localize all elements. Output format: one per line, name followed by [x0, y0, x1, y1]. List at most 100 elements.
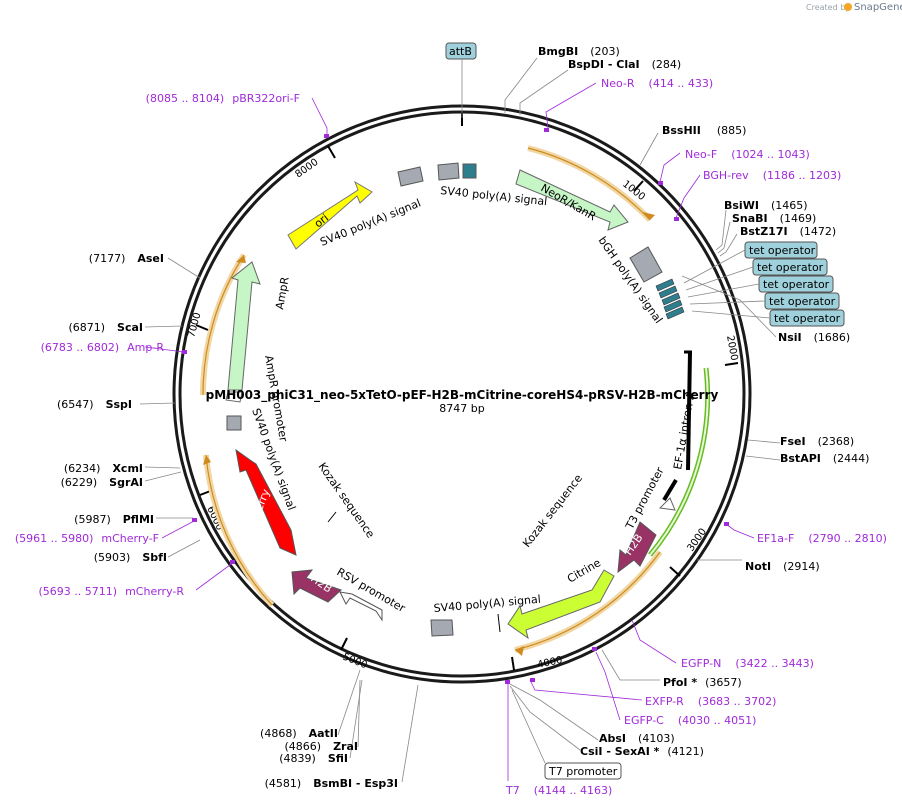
svg-text:Neo-F(1024 .. 1043): Neo-F(1024 .. 1043)	[685, 148, 810, 161]
tet-operator-label: tet operator	[757, 261, 824, 274]
ef1a-intron-label: EF-1α intron A	[671, 391, 697, 471]
tet-operator-label: tet operator	[774, 312, 841, 325]
enzyme-position: (6871)	[68, 321, 105, 334]
svg-text:(4839)SfiI: (4839)SfiI	[279, 752, 348, 765]
t7-promoter-box[interactable]: T7 promoter	[544, 762, 622, 780]
svg-text:BspDI - ClaI(284): BspDI - ClaI (284)	[568, 58, 681, 71]
rsv-promoter-feature	[339, 591, 383, 622]
enzyme-position: (4103)	[638, 732, 675, 745]
primer-range: (3683 .. 3702)	[698, 695, 777, 708]
svg-text:NotI(2914): NotI(2914)	[745, 560, 820, 573]
primer-range: (414 .. 433)	[649, 77, 714, 90]
svg-text:BsiWI(1465): BsiWI(1465)	[724, 199, 808, 212]
enzyme-position: (6229)	[61, 476, 98, 489]
svg-text:(6234)XcmI: (6234)XcmI	[64, 462, 143, 475]
svg-text:T7(4144 .. 4163): T7(4144 .. 4163)	[505, 784, 612, 797]
enzyme-name: BstAPI	[780, 452, 821, 465]
svg-text:(4868)AatII: (4868) AatII	[260, 727, 338, 740]
svg-text:(5903)SbfI: (5903)SbfI	[94, 551, 167, 564]
svg-text:(6229)SgrAI: (6229) SgrAI	[61, 476, 143, 489]
t3-black-bar	[662, 478, 678, 502]
enzyme-name: PfoI *	[663, 676, 697, 689]
primer-range: (2790 .. 2810)	[808, 532, 887, 545]
enzyme-position: (203)	[590, 45, 620, 58]
svg-text:(4581)BsmBI - Esp3I: (4581)BsmBI - Esp3I	[265, 777, 398, 790]
primer-name: EGFP-N	[681, 657, 721, 670]
attb-box[interactable]: attB	[445, 42, 477, 60]
attb-site	[462, 163, 477, 179]
svg-text:BmgBI(203): BmgBI (203)	[538, 45, 620, 58]
svg-text:(7177)AseI: (7177)AseI	[89, 252, 164, 265]
svg-text:BGH-rev(1186 .. 1203): BGH-rev(1186 .. 1203)	[703, 169, 841, 182]
enzyme-position: (2368)	[818, 435, 855, 448]
enzyme-name: BmgBI	[538, 45, 578, 58]
tet-operator-label: tet operator	[763, 278, 830, 291]
sv40-polya-box	[430, 619, 454, 637]
primer-name: EGFP-C	[624, 714, 664, 727]
t3-promoter-arrow	[658, 497, 676, 511]
tick-label: 5000	[341, 652, 369, 672]
tick-marks	[195, 112, 739, 671]
kozak-mark-right	[497, 613, 501, 633]
ori-feature	[287, 180, 373, 250]
enzyme-name: ZraI	[333, 740, 358, 753]
enzyme-position: (4868)	[260, 727, 297, 740]
primer-name: Amp-R	[127, 341, 164, 354]
enzyme-name: AseI	[137, 252, 164, 265]
citrine-feature	[507, 569, 615, 640]
sv40-polya-label-bottom: SV40 poly(A) signal	[433, 593, 541, 615]
enzyme-name: SspI	[106, 398, 132, 411]
svg-text:AbsI(4103): AbsI(4103)	[599, 732, 675, 745]
primer-name: BGH-rev	[703, 169, 749, 182]
enzyme-position: (2444)	[833, 452, 870, 465]
tet-operator-label: tet operator	[749, 244, 816, 257]
primer-range: (5693 .. 5711)	[39, 585, 118, 598]
enzyme-position: (5903)	[94, 551, 131, 564]
h2b-feature-right	[617, 521, 657, 574]
svg-text:EGFP-N(3422 .. 3443): EGFP-N (3422 .. 3443)	[681, 657, 814, 670]
sv40-polya-box	[437, 162, 460, 181]
ef1a-black-bar	[686, 351, 692, 471]
primer-labels: Neo-R(414 .. 433) Neo-F(1024 .. 1043) BG…	[15, 77, 887, 797]
primer-range: (1024 .. 1043)	[731, 148, 810, 161]
primer-range: (3422 .. 3443)	[735, 657, 814, 670]
plasmid-name: pMH003_phiC31_neo-5xTetO-pEF-H2B-mCitrin…	[206, 388, 719, 403]
primer-leader-lines	[144, 82, 755, 781]
enzyme-name: BssHII	[662, 124, 701, 137]
primer-name: mCherry-R	[125, 585, 184, 598]
enzyme-name: AatII	[309, 727, 338, 740]
ampr-feature	[227, 261, 261, 391]
bgh-polya-box	[629, 246, 663, 283]
svg-text:CsiI - SexAI *(4121): CsiI - SexAI *(4121)	[580, 745, 704, 758]
bgh-polya-label: bGH poly(A) signal	[596, 234, 666, 326]
svg-text:EF1a-F(2790 .. 2810): EF1a-F(2790 .. 2810)	[757, 532, 887, 545]
primer-range: (8085 .. 8104)	[146, 92, 225, 105]
svg-text:PfoI *(3657): PfoI *(3657)	[663, 676, 742, 689]
enzyme-position: (5987)	[74, 513, 111, 526]
svg-text:(6783 .. 6802)Amp-R: (6783 .. 6802)Amp-R	[41, 341, 165, 354]
primer-name: T7	[505, 784, 520, 797]
svg-text:NsiI(1686): NsiI(1686)	[778, 331, 850, 344]
mcherry-feature	[235, 448, 297, 556]
svg-text:(6871)ScaI: (6871)ScaI	[68, 321, 143, 334]
h2b-feature-left	[291, 569, 342, 603]
svg-text:(5987)PflMI: (5987)PflMI	[74, 513, 154, 526]
svg-text:BstAPI(2444): BstAPI (2444)	[780, 452, 869, 465]
neor-kanr-feature	[515, 169, 629, 231]
enzyme-position: (4121)	[667, 745, 704, 758]
enzyme-position: (4866)	[285, 740, 322, 753]
enzyme-name: BsmBI - Esp3I	[313, 777, 398, 790]
ampr-label: AmpR	[273, 276, 292, 311]
primer-site-marks	[182, 128, 729, 684]
enzyme-position: (284)	[652, 58, 682, 71]
enzyme-name: SgrAI	[109, 476, 143, 489]
svg-text:BstZ17I(1472): BstZ17I(1472)	[740, 225, 836, 238]
enzyme-position: (1686)	[814, 331, 851, 344]
enzyme-name: BspDI - ClaI	[568, 58, 640, 71]
svg-text:(4866)ZraI: (4866) ZraI	[285, 740, 359, 753]
svg-text:Neo-R(414 .. 433): Neo-R(414 .. 433)	[601, 77, 713, 90]
svg-text:BssHII(885): BssHII(885)	[662, 124, 746, 137]
plasmid-length: 8747 bp	[439, 402, 484, 415]
tet-operator-box-group[interactable]: tet operator tet operator tet operator t…	[744, 241, 845, 327]
